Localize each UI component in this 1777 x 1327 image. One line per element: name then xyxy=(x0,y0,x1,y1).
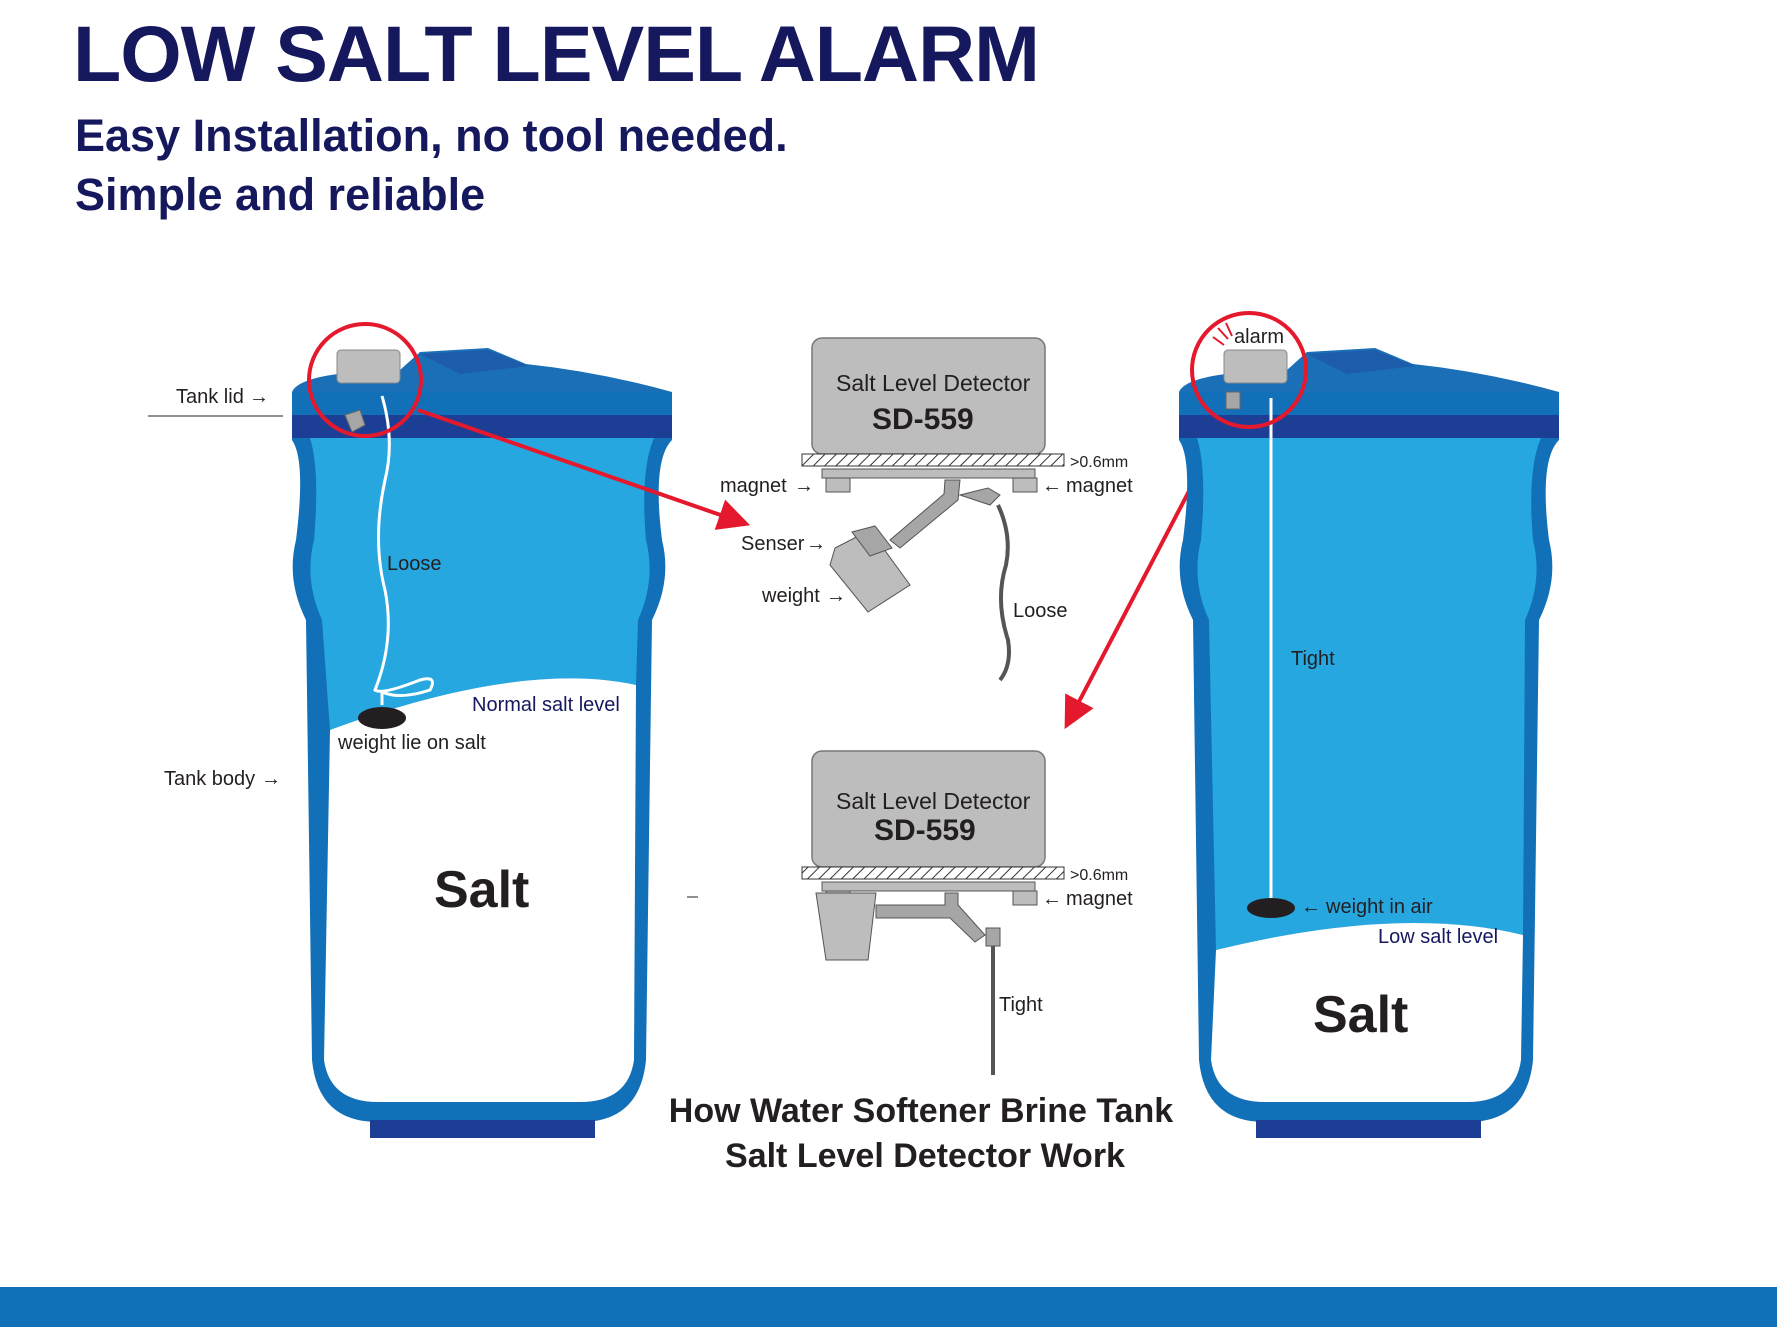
detector-top-model: SD-559 xyxy=(872,403,974,436)
right-detector xyxy=(1223,349,1288,384)
weight-arrow: → xyxy=(826,585,846,607)
right-tank-base xyxy=(1256,1120,1481,1138)
senser-arrow: → xyxy=(806,533,826,555)
detector-top-magnet-right-label: magnet xyxy=(1066,475,1133,497)
detector-top-name: Salt Level Detector xyxy=(836,370,1031,396)
caption-line-1: How Water Softener Brine Tank xyxy=(669,1092,1173,1130)
detector-top-loose-label: Loose xyxy=(1013,600,1068,622)
left-salt-label: Salt xyxy=(434,861,529,919)
detector-top: Salt Level Detector SD-559 >0.6mm magnet… xyxy=(720,337,1133,682)
caption-line-2: Salt Level Detector Work xyxy=(725,1137,1125,1175)
right-tank-salt xyxy=(1211,923,1523,1102)
weight-label: weight xyxy=(761,585,820,607)
tank-body-arrow: → xyxy=(261,768,281,790)
detector-top-hook xyxy=(958,487,1001,506)
subtitle-line-1: Easy Installation, no tool needed. xyxy=(75,110,788,161)
detector-bottom-hook xyxy=(985,927,1001,947)
page-title: LOW SALT LEVEL ALARM xyxy=(73,9,1040,98)
bottom-bar xyxy=(0,1287,1777,1327)
detector-bottom-name: Salt Level Detector xyxy=(836,788,1031,814)
tank-lid-label: Tank lid xyxy=(176,386,244,408)
detector-bottom-model: SD-559 xyxy=(874,814,976,847)
detector-top-sensor-cap xyxy=(851,525,893,557)
magnet-right-arrow: ← xyxy=(1042,475,1062,497)
left-tank-salt xyxy=(324,678,636,1102)
right-zoom-circle xyxy=(1190,311,1308,429)
right-tight-label: Tight xyxy=(1291,648,1335,670)
detector-bottom-lid-section xyxy=(801,866,1065,880)
weight-in-air-arrow: ← xyxy=(1301,896,1321,918)
subtitle-line-2: Simple and reliable xyxy=(75,169,486,220)
right-salt-label: Salt xyxy=(1313,986,1408,1044)
weight-lie-on-salt-label: weight lie on salt xyxy=(337,732,486,754)
detector-top-body xyxy=(811,337,1046,455)
alarm-label: alarm xyxy=(1234,326,1284,348)
detector-bottom: Salt Level Detector SD-559 >0.6mm ← magn… xyxy=(801,750,1133,1075)
detector-top-gap: >0.6mm xyxy=(1070,454,1128,471)
detector-bottom-magnet-right-label: magnet xyxy=(1066,888,1133,910)
detector-bottom-sensor-weight xyxy=(815,892,877,961)
detector-bottom-magnet-right xyxy=(1012,890,1038,906)
right-weight xyxy=(1247,898,1295,918)
tank-body-label: Tank body xyxy=(164,768,255,790)
normal-salt-level-label: Normal salt level xyxy=(472,694,620,716)
left-detector-sensor xyxy=(344,409,366,433)
detector-top-magnet-left-label: magnet xyxy=(720,475,787,497)
left-tank-base xyxy=(370,1120,595,1138)
senser-label: Senser xyxy=(741,533,805,555)
detector-bottom-gap: >0.6mm xyxy=(1070,867,1128,884)
left-detector xyxy=(336,349,401,384)
left-tank: Tank lid → Tank body → Loose Normal salt… xyxy=(148,322,672,1138)
detector-bottom-arm xyxy=(875,892,986,943)
detector-bottom-tight-label: Tight xyxy=(999,994,1043,1016)
alarm-icon xyxy=(1212,322,1233,346)
low-salt-level-label: Low salt level xyxy=(1378,926,1498,948)
left-tank-lid-top xyxy=(420,350,528,374)
left-zoom-circle xyxy=(307,322,423,438)
detector-top-loose-cord xyxy=(996,504,1011,682)
detector-top-magnet-left xyxy=(825,477,851,493)
left-tank-water xyxy=(310,438,654,730)
left-loose-cord xyxy=(373,395,434,705)
detector-bottom-plate xyxy=(821,881,1036,892)
detector-top-plate xyxy=(821,468,1036,479)
tank-lid-arrow: → xyxy=(249,386,269,408)
weight-in-air-label: weight in air xyxy=(1325,896,1433,918)
magnet-left-arrow: → xyxy=(794,475,814,497)
right-detector-sensor xyxy=(1225,391,1241,410)
detector-top-arm xyxy=(889,479,961,549)
right-tank-water xyxy=(1197,438,1541,950)
zoom-arrow-top xyxy=(417,408,751,530)
left-loose-label: Loose xyxy=(387,553,442,575)
left-weight xyxy=(358,707,406,729)
right-tank-lid-top xyxy=(1307,350,1415,374)
right-tank: alarm Tight ← weight in air Low salt lev… xyxy=(1179,311,1559,1138)
bottom-magnet-arrow: ← xyxy=(1042,888,1062,910)
detector-top-magnet-right xyxy=(1012,477,1038,493)
detector-top-lid-section xyxy=(801,453,1065,467)
